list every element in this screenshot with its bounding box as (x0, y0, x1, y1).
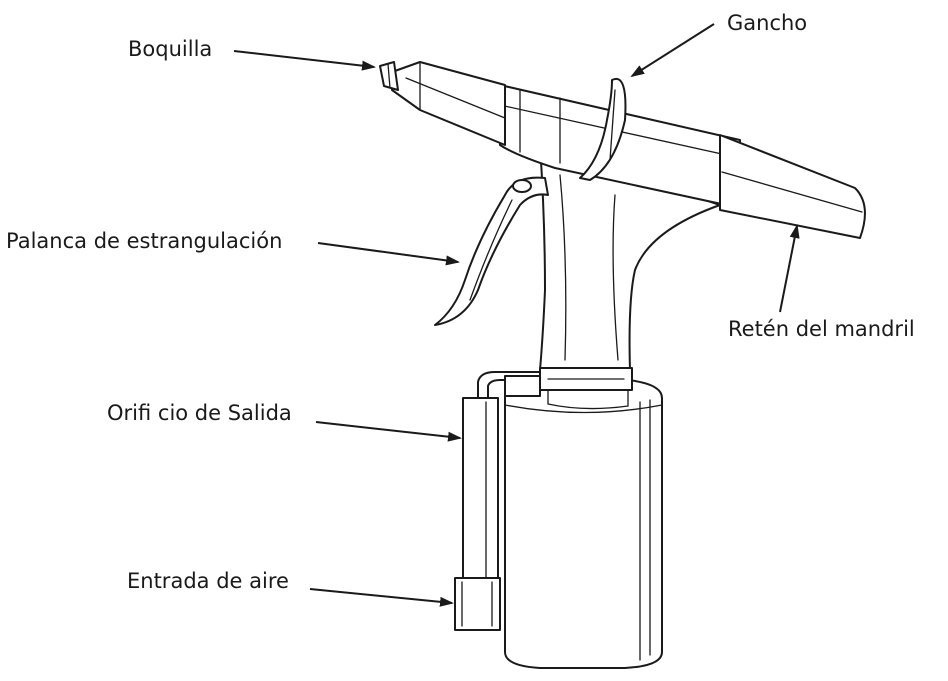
air-cylinder (505, 372, 662, 668)
arrow-hook (632, 24, 714, 76)
arrow-trigger (318, 243, 458, 262)
arrow-exhaust (316, 422, 460, 438)
label-mandrel-retainer: Retén del mandril (728, 317, 915, 341)
label-hook: Gancho (727, 11, 807, 35)
arrow-mandrel-retainer (780, 226, 797, 312)
trigger-lever (435, 178, 548, 325)
arrow-air-inlet (310, 589, 452, 603)
mandrel-retainer (720, 135, 865, 238)
air-inlet-coupling (455, 578, 500, 630)
nozzle-tip (380, 62, 398, 90)
label-trigger: Palanca de estrangulación (6, 229, 282, 253)
label-exhaust: Orifi cio de Salida (107, 401, 292, 425)
arrow-nozzle (234, 51, 374, 67)
label-nozzle: Boquilla (128, 37, 212, 61)
nozzle-housing (392, 62, 505, 145)
label-air-inlet: Entrada de aire (127, 569, 289, 593)
